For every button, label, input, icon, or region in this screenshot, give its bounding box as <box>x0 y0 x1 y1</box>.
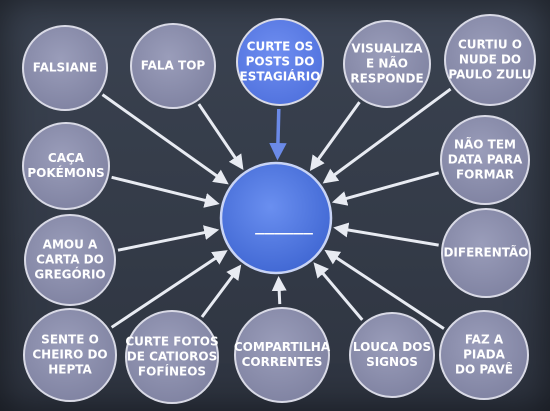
node-circle <box>439 310 529 400</box>
arrow-2 <box>197 103 244 170</box>
node-label-line: GREGÓRIO <box>34 267 105 282</box>
node-label-line: RESPONDE <box>350 72 423 86</box>
node-label-line: CURTE FOTOS <box>125 335 218 349</box>
node-label-line: DIFERENTÃO <box>443 245 528 260</box>
node-circle <box>22 122 110 210</box>
node-circle <box>343 20 431 108</box>
node-circle <box>125 310 219 404</box>
arrow-6 <box>111 175 220 208</box>
node-label-line: CHEIRO DO <box>32 348 107 362</box>
node-label-line: NÃO TEM <box>454 137 516 152</box>
arrow-14 <box>324 249 445 330</box>
arrow-12 <box>271 275 287 305</box>
arrow-4 <box>309 101 361 171</box>
node-2: FALA TOP <box>130 23 216 109</box>
node-label-line: POSTS DO <box>246 55 315 69</box>
node-circle <box>130 23 216 109</box>
node-label-line: FAZ A <box>465 333 504 347</box>
node-label-line: NUDE DO <box>459 53 521 67</box>
node-circle <box>24 214 116 306</box>
node-circle <box>349 312 435 398</box>
node-label-line: SIGNOS <box>366 355 418 369</box>
node-circle <box>441 208 531 298</box>
node-label-line: COMPARTILHA <box>234 340 331 354</box>
arrows-layer <box>101 87 452 330</box>
node-label-line: DE CATIOROS <box>127 350 217 364</box>
node-label-line: FORMAR <box>456 168 514 182</box>
node-label-line: CURTE OS <box>247 40 314 54</box>
node-label-line: E NÃO <box>366 56 408 71</box>
center-label: ______ <box>255 216 313 235</box>
node-label-line: CORRENTES <box>242 355 323 369</box>
node-label-line: SENTE O <box>41 333 99 347</box>
arrow-9 <box>333 222 439 247</box>
highlight-node-circle <box>236 18 324 106</box>
node-label-line: PIADA <box>463 348 506 362</box>
node-label-line: POKÉMONS <box>27 165 104 180</box>
node-label-line: FALA TOP <box>141 59 206 73</box>
node-circle <box>22 25 108 111</box>
node-label-line: FALSIANE <box>33 61 97 75</box>
arrow-13 <box>313 262 364 321</box>
node-9: DIFERENTÃO <box>441 208 531 298</box>
center-node: ______ <box>219 161 333 275</box>
node-label-line: FOFÍNEOS <box>138 364 206 379</box>
node-label-line: DO PAVÊ <box>455 362 513 377</box>
node-circle <box>444 14 536 106</box>
node-label-line: ESTAGIÁRIO <box>240 69 321 84</box>
node-label-line: CARTA DO <box>36 253 104 267</box>
node-label-line: VISUALIZA <box>351 42 423 56</box>
node-label-line: CURTIU O <box>458 38 522 52</box>
arrow-10 <box>110 250 228 329</box>
arrow-8 <box>117 225 220 252</box>
node-label-line: AMOU A <box>43 238 98 252</box>
node-label-line: DATA PARA <box>448 153 523 167</box>
node-label-line: PAULO ZULU <box>448 68 531 82</box>
arrow-7 <box>331 171 440 206</box>
node-label-line: HEPTA <box>48 363 92 377</box>
node-1: FALSIANE <box>22 25 108 111</box>
center-circle <box>219 161 333 275</box>
node-circle <box>234 307 330 403</box>
node-label-line: LOUCA DOS <box>353 340 431 354</box>
node-circle <box>23 308 117 402</box>
node-label-line: CAÇA <box>48 151 85 165</box>
arrow-1 <box>101 93 229 185</box>
arrow-5 <box>322 87 452 184</box>
arrow-3 <box>269 108 287 161</box>
arrow-11 <box>200 264 242 318</box>
node-circle <box>440 115 530 205</box>
